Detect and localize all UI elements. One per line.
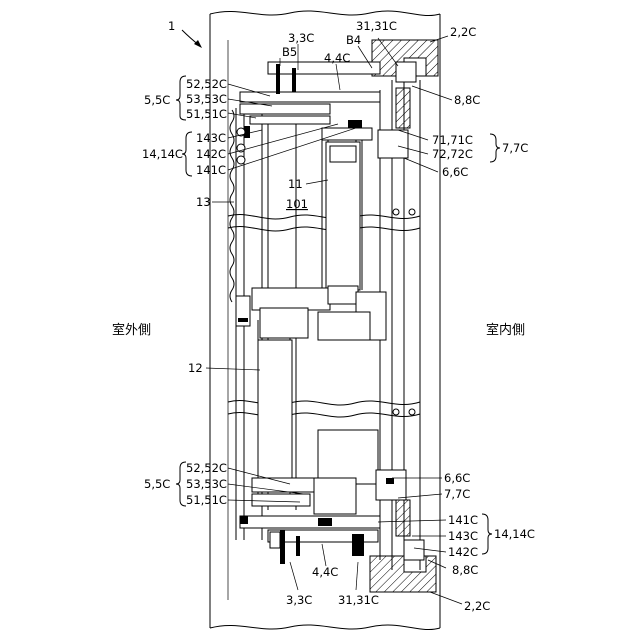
label-71-71c: 71,71C xyxy=(432,133,473,147)
label-12: 12 xyxy=(188,361,203,375)
label-141c-top: 141C xyxy=(196,163,226,177)
label-143c-top: 143C xyxy=(196,131,226,145)
label-7-7c-bottom: 7,7C xyxy=(444,487,470,501)
label-14-14c-bottom: 14,14C xyxy=(494,527,535,541)
label-51-51c-bottom: 51,51C xyxy=(186,493,227,507)
label-31-31c-top: 31,31C xyxy=(356,19,397,33)
label-ref-101: 101 xyxy=(286,197,308,211)
label-5-5c-top: 5,5C xyxy=(144,93,170,107)
outer-pane-13 xyxy=(230,110,234,302)
label-143c-bottom: 143C xyxy=(448,529,478,543)
label-142c-top: 142C xyxy=(196,147,226,161)
label-6-6c-bottom: 6,6C xyxy=(444,471,470,485)
label-ref-1: 1 xyxy=(168,19,175,33)
label-4-4c-bottom: 4,4C xyxy=(312,565,338,579)
label-13: 13 xyxy=(196,195,211,209)
label-6-6c-top: 6,6C xyxy=(442,165,468,179)
label-11: 11 xyxy=(288,177,303,191)
label-2-2c-bottom: 2,2C xyxy=(464,599,490,613)
label-outdoor-side: 室外側 xyxy=(112,322,151,338)
label-51-51c-top: 51,51C xyxy=(186,107,227,121)
label-2-2c-top: 2,2C xyxy=(450,25,476,39)
label-4-4c-top: 4,4C xyxy=(324,51,350,65)
label-8-8c-bottom: 8,8C xyxy=(452,563,478,577)
label-52-52c-top: 52,52C xyxy=(186,77,227,91)
label-72-72c: 72,72C xyxy=(432,147,473,161)
label-b4: B4 xyxy=(346,33,361,47)
label-3-3c-top: 3,3C xyxy=(288,31,314,45)
label-52-52c-bottom: 52,52C xyxy=(186,461,227,475)
ref-arrow-1 xyxy=(182,30,202,48)
label-indoor-side: 室内側 xyxy=(486,322,525,338)
lower-sash-12 xyxy=(258,340,378,490)
bottom-wall-block xyxy=(370,556,436,592)
label-5-5c-bottom: 5,5C xyxy=(144,477,170,491)
label-142c-bottom: 142C xyxy=(448,545,478,559)
upper-sash-11 xyxy=(326,142,360,290)
label-141c-bottom: 141C xyxy=(448,513,478,527)
label-3-3c-bottom: 3,3C xyxy=(286,593,312,607)
label-53-53c-bottom: 53,53C xyxy=(186,477,227,491)
label-53-53c-top: 53,53C xyxy=(186,92,227,106)
label-31-31c-bottom: 31,31C xyxy=(338,593,379,607)
label-14-14c-top: 14,14C xyxy=(142,147,183,161)
label-7-7c-top: 7,7C xyxy=(502,141,528,155)
label-b5: B5 xyxy=(282,45,297,59)
label-8-8c-top: 8,8C xyxy=(454,93,480,107)
